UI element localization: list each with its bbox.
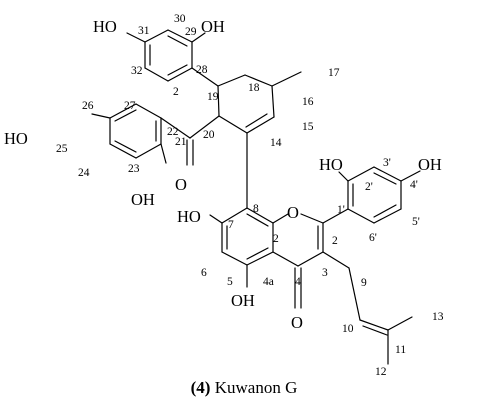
atom-number: 3' [383,157,391,169]
atom-number: 3 [322,267,328,279]
atom-number: 23 [128,163,140,175]
ketone-arm [160,115,220,166]
atom-number: 32 [131,65,143,77]
atom-number: 25 [56,143,68,155]
atom-number: 4 [295,276,301,288]
atom-number: 2 [332,235,338,247]
atom-number: 15 [302,121,314,133]
hydroxyl-label-2p: HO [319,155,343,174]
atom-number: 6' [369,232,377,244]
atom-number: 4a [263,276,274,288]
hydroxyl-label-23: OH [131,190,155,209]
atom-number: 13 [432,311,444,323]
compound-number: (4) [190,378,211,397]
carbonyl-o-21: O [175,175,187,194]
figure-caption: (4) Kuwanon G [0,378,488,398]
carbonyl-o-4: O [291,313,303,332]
upper-phenol-ring [126,29,219,87]
atom-number: 21 [175,136,187,148]
flavone-core [209,132,324,309]
atom-number: 2 [273,233,279,245]
atom-number: 26 [82,100,94,112]
hydroxyl-label-4p: OH [418,155,442,174]
prenyl-chain [322,251,413,365]
atom-number: 31 [138,25,150,37]
atom-number: 4' [410,179,418,191]
atom-number: 6 [201,267,207,279]
atom-number: 24 [78,167,90,179]
atom-number: 2' [365,181,373,193]
atom-number: 9 [361,277,367,289]
atom-number: 29 [185,26,197,38]
atom-number: 18 [248,82,260,94]
atom-number: 5 [227,276,233,288]
atom-number: 12 [375,366,387,378]
cyclohexene-ring [217,71,302,134]
atom-number: 28 [196,64,208,76]
atom-number: 16 [302,96,314,108]
hydroxyl-label-7: HO [177,207,201,226]
atom-number: 27 [124,100,136,112]
atom-number: 5' [412,216,420,228]
atom-number: 1' [337,204,345,216]
atom-number: 17 [328,67,340,79]
ring-oxygen: O [287,203,299,222]
atom-number: 8 [253,203,259,215]
atom-number: 7 [228,219,234,231]
b-ring [322,166,421,224]
atom-number: 11 [395,344,406,356]
atom-number: 30 [174,13,186,25]
hydroxyl-label-30: HO [93,17,117,36]
atom-number: 19 [207,91,219,103]
hydroxyl-label-29: OH [201,17,225,36]
atom-number: 22 [167,126,179,138]
atom-number: 14 [270,137,282,149]
atom-number: 10 [342,323,354,335]
atom-number: 2 [173,86,179,98]
left-phenol-ring [91,103,167,164]
compound-name: Kuwanon G [214,378,298,397]
hydroxyl-label-5: OH [231,291,255,310]
atom-number: 20 [203,129,215,141]
hydroxyl-label-25: HO [4,129,28,148]
